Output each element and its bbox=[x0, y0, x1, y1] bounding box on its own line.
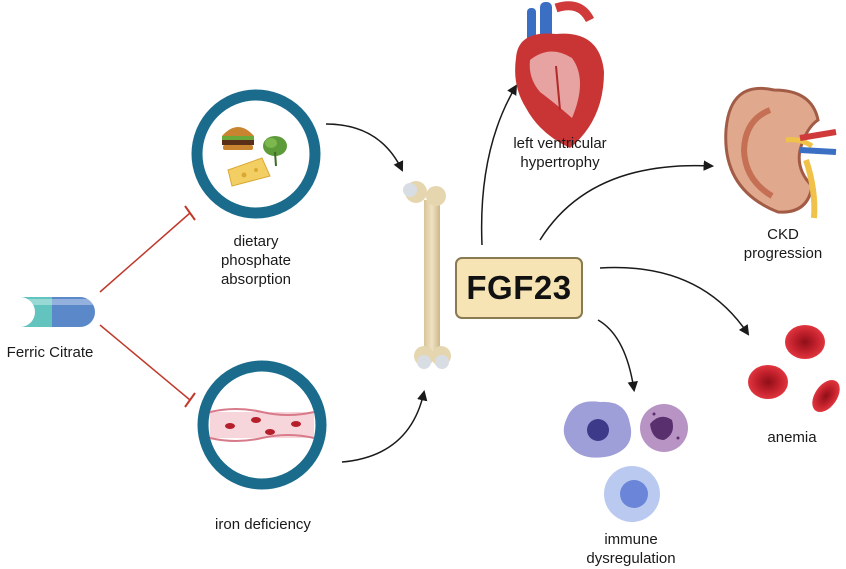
arrow-dietary-to-bone bbox=[325, 123, 404, 172]
dietary-ring bbox=[191, 89, 321, 219]
lvh-label-line-1: left ventricular bbox=[513, 135, 607, 152]
blood-vessel-icon bbox=[209, 408, 315, 442]
lvh-label: left ventricular hypertrophy bbox=[490, 134, 630, 172]
iron-label-text: iron deficiency bbox=[215, 516, 311, 533]
arrow-fgf23-to-kidney bbox=[539, 160, 715, 241]
immune-label-line-2: dysregulation bbox=[586, 550, 676, 567]
capsule-icon bbox=[6, 297, 95, 327]
arrow-iron-to-bone bbox=[341, 389, 428, 463]
anemia-label: anemia bbox=[752, 428, 832, 447]
arrow-fgf23-to-anemia bbox=[599, 266, 750, 336]
dietary-label-line-3: absorption bbox=[220, 271, 292, 288]
immune-cells-icon bbox=[563, 401, 688, 522]
dietary-label: dietary phosphate absorption bbox=[196, 232, 316, 289]
immune-label: immune dysregulation bbox=[566, 530, 696, 568]
iron-label: iron deficiency bbox=[196, 515, 330, 534]
inhibit-line-dietary bbox=[99, 205, 196, 293]
dietary-label-line-1: dietary bbox=[233, 233, 279, 250]
bone-icon bbox=[403, 181, 451, 369]
immune-label-line-1: immune bbox=[604, 531, 658, 548]
heart-icon bbox=[515, 1, 604, 148]
anemia-label-text: anemia bbox=[767, 429, 817, 446]
arrow-fgf23-to-heart bbox=[480, 84, 518, 246]
arrow-fgf23-to-immune bbox=[597, 319, 638, 393]
inhibit-line-iron bbox=[99, 324, 196, 408]
lvh-label-line-2: hypertrophy bbox=[520, 154, 600, 171]
red-blood-cells-icon bbox=[748, 325, 840, 413]
drug-label-text: Ferric Citrate bbox=[6, 344, 94, 361]
ckd-label-line-2: progression bbox=[743, 245, 823, 262]
fgf23-label: FGF23 bbox=[466, 269, 572, 306]
drug-label: Ferric Citrate bbox=[0, 343, 100, 362]
ckd-label: CKD progression bbox=[728, 225, 838, 263]
kidney-icon bbox=[724, 86, 837, 219]
ckd-label-line-1: CKD bbox=[767, 226, 799, 243]
dietary-label-line-2: phosphate bbox=[220, 252, 292, 269]
fgf23-box: FGF23 bbox=[455, 257, 583, 319]
food-icon bbox=[222, 127, 287, 187]
